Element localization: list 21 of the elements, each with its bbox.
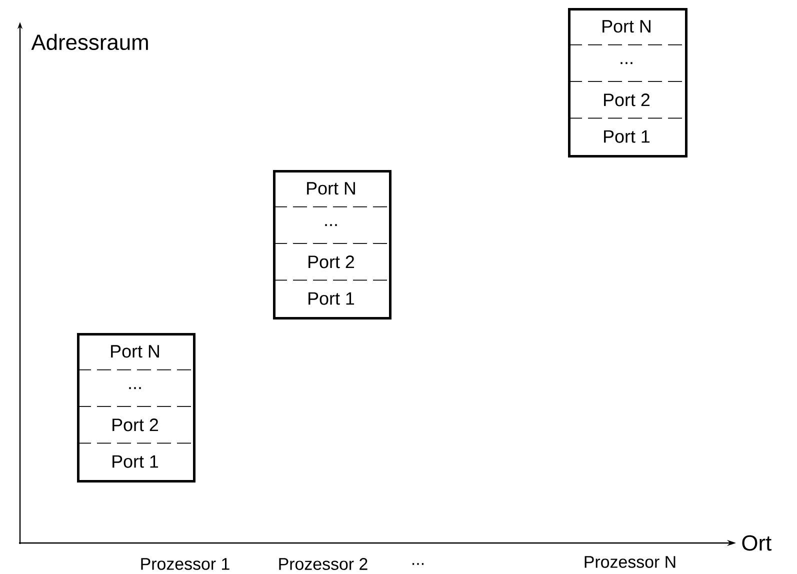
port-label: Port N [307, 182, 355, 195]
port-label: Port 2 [604, 94, 650, 106]
port-label: ... [620, 62, 632, 64]
processor-label: Prozessor 2 [279, 558, 368, 570]
port-label: Port N [602, 20, 650, 33]
processor-label: Prozessor N [584, 556, 676, 568]
port-label: Port 1 [604, 130, 650, 143]
port-label: Port 1 [308, 292, 354, 305]
axis-label: Ort [742, 535, 772, 551]
axis-label: Adressraum [31, 34, 148, 50]
port-label: Port 2 [112, 418, 158, 432]
ellipsis-label: ... [412, 563, 424, 565]
port-stack-box [568, 8, 688, 158]
processor-label: Prozessor 1 [141, 558, 230, 570]
port-stack-box [272, 170, 392, 320]
port-stack-box [76, 332, 196, 482]
port-label: ... [129, 387, 141, 390]
port-label: ... [325, 224, 337, 226]
port-label: Port N [111, 345, 159, 358]
port-label: Port 2 [308, 256, 354, 268]
port-label: Port 1 [112, 455, 158, 468]
